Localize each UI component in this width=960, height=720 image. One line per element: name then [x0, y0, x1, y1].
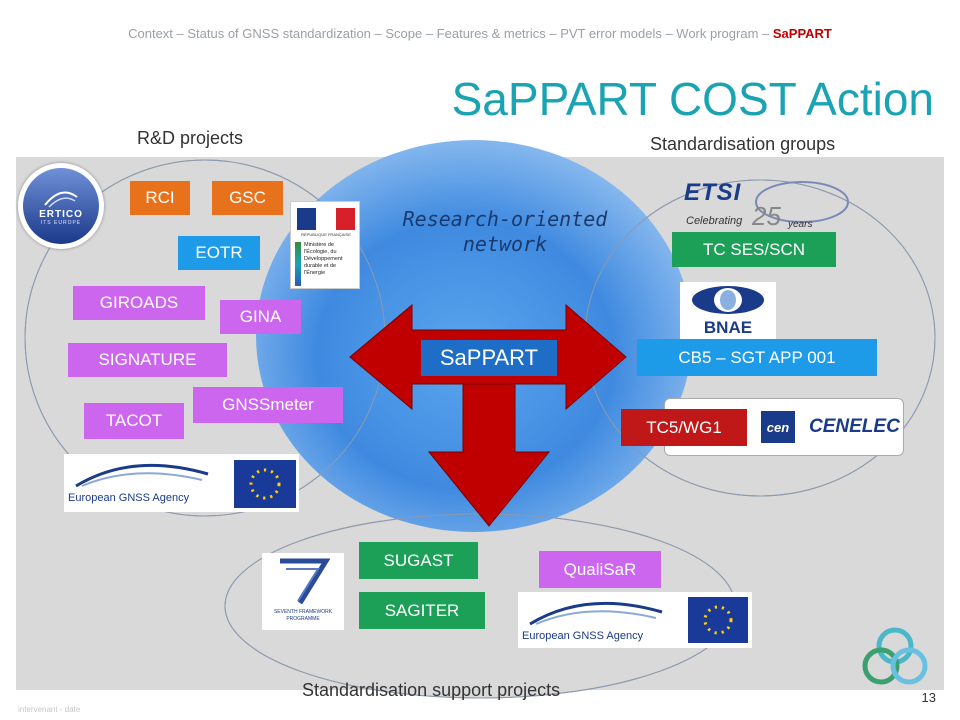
page-number: 13 — [921, 690, 936, 705]
gsc-box: GSC — [212, 181, 283, 215]
etsi-swoosh-icon — [755, 181, 849, 223]
support-projects-label: Standardisation support projects — [302, 680, 561, 700]
ertico-swoosh-icon — [44, 191, 78, 208]
fp7-seven-icon — [280, 558, 330, 605]
breadcrumb-active: SaPPART — [772, 26, 832, 41]
sagiter-box: SAGITER — [359, 592, 485, 629]
tc-ses-scn-box: TC SES/SCN — [672, 232, 836, 267]
tc5-wg1-box: TC5/WG1 — [621, 409, 747, 446]
gina-box: GINA — [220, 300, 301, 334]
ertico-subtitle: ITS EUROPE — [40, 219, 82, 226]
down-arrow — [427, 383, 551, 527]
research-network-label: Research-oriented network — [402, 207, 608, 256]
etsi-years-number: 25 — [752, 201, 781, 231]
eotr-box: EOTR — [178, 236, 260, 270]
eu-flag-icon-right — [688, 597, 748, 643]
gsa-swoosh-icon — [75, 463, 209, 488]
etsi-years-word: years — [788, 219, 813, 230]
ministry-color-bar — [295, 242, 301, 286]
republique-text: RÉPUBLIQUE FRANÇAISE — [301, 232, 351, 237]
breadcrumb: Context – Status of GNSS standardization… — [0, 26, 960, 41]
rd-projects-label: R&D projects — [137, 128, 244, 148]
giroads-box: GIROADS — [73, 286, 205, 320]
gsa-text-right: European GNSS Agency — [522, 630, 644, 642]
breadcrumb-prefix: Context – Status of GNSS standardization… — [128, 26, 773, 41]
rci-box: RCI — [130, 181, 190, 215]
fp7-text-line1: SEVENTH FRAMEWORK — [273, 609, 333, 615]
fp7-logo: SEVENTH FRAMEWORK PROGRAMME — [262, 553, 344, 630]
bnae-globe-icon — [692, 286, 764, 314]
gsa-swoosh-icon-right — [529, 601, 663, 626]
cen-wordmark: cen — [761, 411, 795, 443]
cenelec-wordmark: CENELEC — [809, 416, 900, 437]
sugast-box: SUGAST — [359, 542, 478, 579]
ertico-logo: ERTICO ITS EUROPE — [18, 163, 104, 249]
gsa-text-left: European GNSS Agency — [68, 492, 190, 504]
qualisar-box: QualiSaR — [539, 551, 661, 588]
sappart-knot-logo-icon — [862, 627, 928, 685]
eu-flag-icon-left — [234, 460, 296, 508]
french-ministry-logo: RÉPUBLIQUE FRANÇAISE Ministère de l'Écol… — [290, 201, 360, 289]
footer-note: intervenant - date — [18, 705, 81, 714]
etsi-wordmark: ETSI — [684, 179, 742, 206]
gnssmeter-box: GNSSmeter — [193, 387, 343, 423]
tacot-box: TACOT — [84, 403, 184, 439]
page-title: SaPPART COST Action — [451, 73, 934, 125]
ministry-text: Ministère de l'Écologie, du Développemen… — [304, 242, 343, 276]
standardisation-groups-label: Standardisation groups — [650, 134, 836, 154]
cb5-box: CB5 – SGT APP 001 — [637, 339, 877, 376]
ertico-wordmark: ERTICO — [39, 208, 83, 220]
etsi-celebrating: Celebrating — [686, 215, 743, 227]
gsa-logo-right: European GNSS Agency — [518, 592, 752, 648]
fp7-text-line2: PROGRAMME — [286, 616, 320, 622]
sappart-center-label: SaPPART — [421, 340, 557, 376]
gsa-logo-left: European GNSS Agency — [64, 454, 299, 512]
signature-box: SIGNATURE — [68, 343, 227, 377]
french-flag-icon — [297, 208, 355, 230]
bnae-logo: BNAE — [680, 282, 776, 340]
ertico-globe: ERTICO ITS EUROPE — [23, 168, 99, 244]
etsi-logo: ETSI Celebrating 25 years — [676, 175, 862, 241]
bnae-wordmark: BNAE — [703, 318, 753, 337]
